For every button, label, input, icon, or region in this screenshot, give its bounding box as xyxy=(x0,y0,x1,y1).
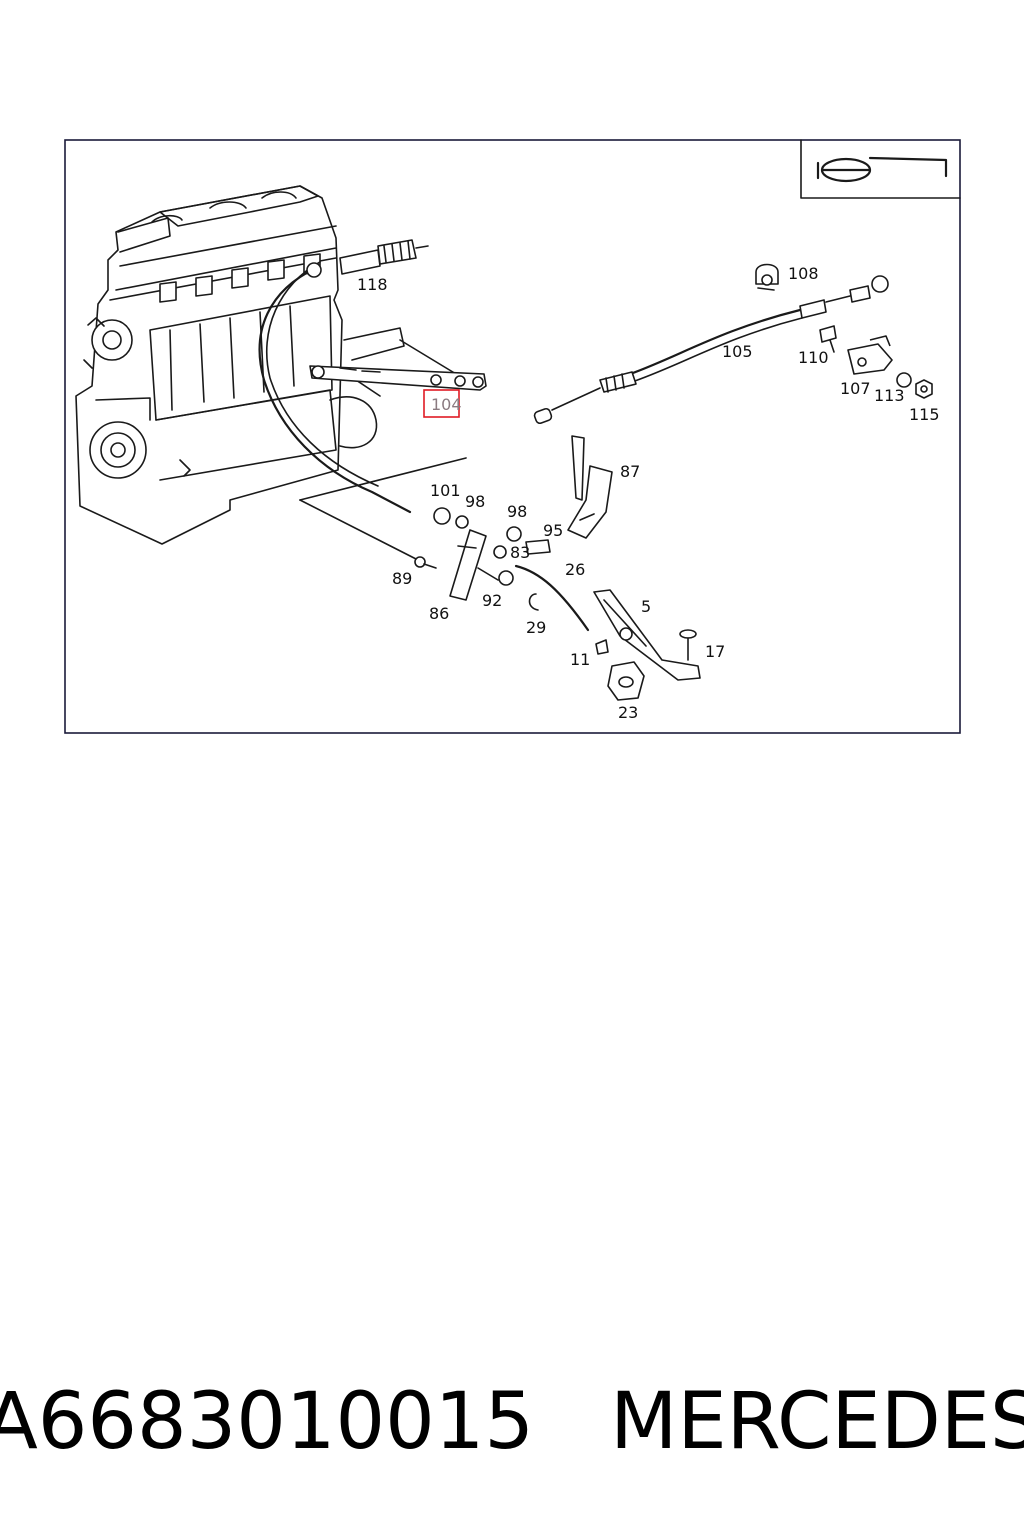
callout-118: 118 xyxy=(357,275,388,294)
part-108-illustration xyxy=(755,263,779,291)
callout-115: 115 xyxy=(909,405,940,424)
callout-83: 83 xyxy=(510,543,530,562)
part-83-illustration xyxy=(493,545,507,559)
parts-diagram: 118 104 108 105 110 107 113 115 87 101 9… xyxy=(64,139,961,734)
callout-86: 86 xyxy=(429,604,449,623)
callout-95: 95 xyxy=(543,521,563,540)
callout-98: 98 xyxy=(507,502,527,521)
leader-line xyxy=(299,457,467,501)
callout-89: 89 xyxy=(392,569,412,588)
part-26-illustration xyxy=(514,564,590,632)
callout-5: 5 xyxy=(641,597,651,616)
part-17-illustration xyxy=(679,629,697,661)
callout-11: 11 xyxy=(570,650,590,669)
callout-104: 104 xyxy=(431,395,462,414)
callout-107: 107 xyxy=(840,379,871,398)
part-29-illustration xyxy=(528,593,539,611)
callout-92: 92 xyxy=(482,591,502,610)
part-86-illustration xyxy=(449,529,487,601)
part-87-illustration xyxy=(567,435,613,539)
callout-113: 113 xyxy=(874,386,905,405)
part-107-illustration xyxy=(847,335,893,375)
part-98b-illustration xyxy=(506,526,522,542)
callout-17: 17 xyxy=(705,642,725,661)
part-98-illustration xyxy=(455,515,469,529)
callout-87: 87 xyxy=(620,462,640,481)
highlight-box xyxy=(423,389,460,418)
part-95-illustration xyxy=(525,539,551,555)
callout-110: 110 xyxy=(798,348,829,367)
part-number: A6683010015 xyxy=(0,1377,535,1467)
part-89-illustration xyxy=(414,556,437,569)
part-110-illustration xyxy=(819,325,837,353)
part-101-illustration xyxy=(433,507,451,525)
part-113-illustration xyxy=(896,372,912,388)
part-11-illustration xyxy=(595,639,609,655)
leader-line xyxy=(299,499,419,561)
part-caption: A6683010015 MERCEDES xyxy=(0,1372,1024,1472)
part-5-illustration xyxy=(593,589,701,681)
callout-23: 23 xyxy=(618,703,638,722)
callout-98: 98 xyxy=(465,492,485,511)
part-115-illustration xyxy=(915,379,933,399)
callout-101: 101 xyxy=(430,481,461,500)
callout-108: 108 xyxy=(788,264,819,283)
brand-name: MERCEDES xyxy=(610,1377,1024,1467)
part-105-illustration xyxy=(533,275,889,425)
callout-26: 26 xyxy=(565,560,585,579)
callout-105: 105 xyxy=(722,342,753,361)
callout-29: 29 xyxy=(526,618,546,637)
diagram-frame xyxy=(64,139,961,734)
part-104-illustration xyxy=(309,365,487,391)
part-118-illustration xyxy=(258,239,429,514)
part-92-illustration xyxy=(477,567,514,586)
steering-symbol-icon xyxy=(800,139,961,199)
part-23-illustration xyxy=(607,661,645,701)
engine-block-illustration xyxy=(75,185,405,545)
